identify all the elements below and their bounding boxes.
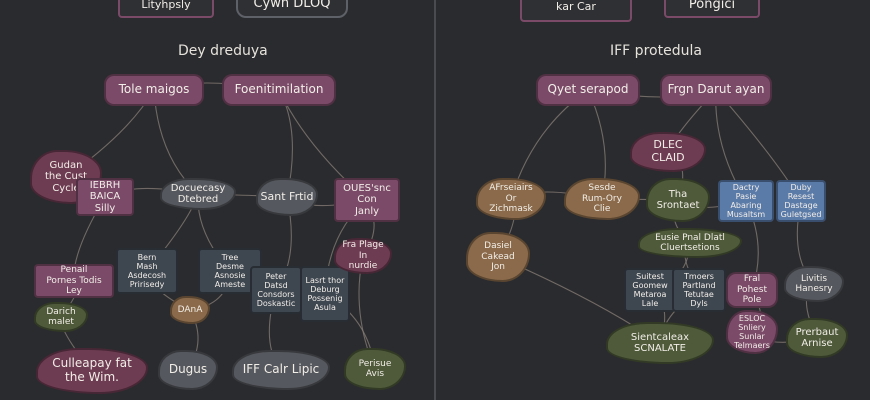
node-perisue[interactable]: Perisue Avis [344, 348, 406, 390]
node-foen[interactable]: Foenitimilation [222, 74, 336, 106]
node-darich[interactable]: Darich malet [34, 302, 88, 332]
node-tmoers[interactable]: Tmoers Partland Tetutae Dyls [672, 268, 726, 312]
header-right-box-1: kar Car [520, 0, 632, 22]
node-sientcaleax[interactable]: Sientcaleax SCNALATE [606, 322, 714, 364]
panel-divider [434, 0, 436, 400]
node-oues[interactable]: OUES'snc Con Janly [334, 178, 400, 222]
node-sant[interactable]: Sant Frtid [256, 178, 318, 216]
node-iff[interactable]: IFF Calr Lipic [232, 350, 330, 390]
node-tha[interactable]: Tha Srontaet [646, 178, 710, 222]
node-iebrh[interactable]: IEBRH BAICA Silly [76, 178, 134, 216]
node-qyet[interactable]: Qyet serapod [536, 74, 640, 106]
node-duby[interactable]: Duby Resest Dastage Guletgsed [776, 180, 826, 222]
node-suitest[interactable]: Suitest Goomew Metaroa Lale [624, 268, 676, 312]
header-left-box-1: Lityhpsly [118, 0, 214, 18]
node-penail[interactable]: Penail Pornes Todis Ley [34, 264, 114, 298]
node-bern[interactable]: Bern Mash Asdecosh Pririsedy [116, 248, 178, 294]
node-docu[interactable]: Docuecasy Dtebred [160, 178, 236, 210]
node-lasrt[interactable]: Lasrt thor Deburg Possenig Asula [300, 266, 350, 322]
node-dugus[interactable]: Dugus [158, 350, 218, 390]
node-livitis[interactable]: Livitis Hanesry [784, 266, 844, 302]
node-fra[interactable]: Fra Plage In nurdie [334, 238, 392, 274]
node-sesde[interactable]: Sesde Rum-Ory Clie [564, 178, 640, 220]
node-frgn[interactable]: Frgn Darut ayan [660, 74, 772, 106]
node-eusie[interactable]: Eusie Pnal Dlatl Cluertsetions [638, 228, 742, 258]
node-afrsei[interactable]: AFrseiairs Or Zichmask [476, 178, 546, 220]
node-dasiel[interactable]: Dasiel Cakead Jon [466, 232, 530, 282]
header-right-box-2: Pongici [664, 0, 760, 18]
right-panel-title: IFF protedula [610, 43, 702, 59]
node-dlec[interactable]: DLEC CLAID [630, 132, 706, 172]
node-tole[interactable]: Tole maigos [104, 74, 204, 106]
header-left-box-2: Cywn DLOQ [236, 0, 348, 18]
node-dana[interactable]: DAnA [170, 296, 210, 324]
node-dactry[interactable]: Dactry Pasie Abaring Musaltsm [718, 180, 774, 222]
node-culleap[interactable]: Culleapay fat the Wim. [36, 348, 148, 394]
node-fral[interactable]: Fral Pohest Pole [726, 272, 778, 308]
node-peter[interactable]: Peter Datsd Consdors Doskastic [250, 266, 302, 314]
left-panel-title: Dey dreduya [178, 43, 268, 59]
node-prerbaut[interactable]: Prerbaut Arnise [786, 318, 848, 358]
node-esloc[interactable]: ESLOC Snliery Sunlar Telmaers [726, 310, 778, 354]
